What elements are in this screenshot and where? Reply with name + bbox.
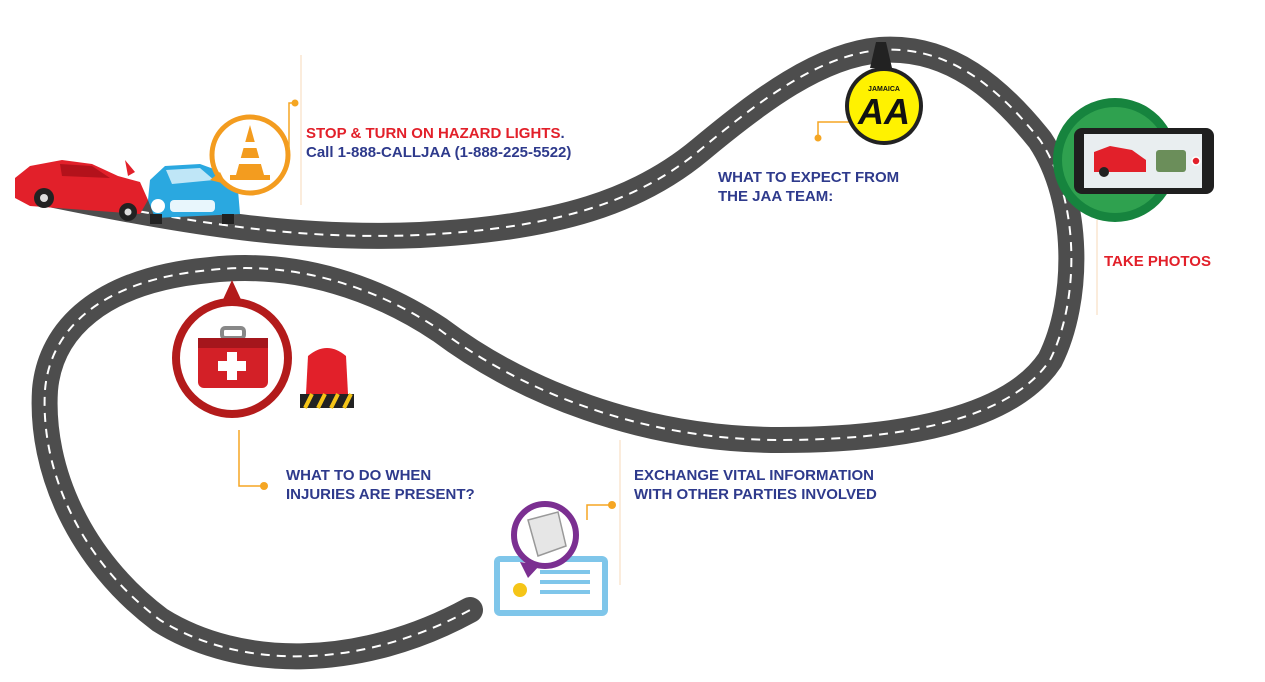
hazard-title-period: .: [560, 125, 565, 142]
jaa-step-line-2: THE JAA TEAM:: [718, 188, 834, 205]
siren-light-icon: [300, 348, 354, 409]
first-aid-kit-icon: [172, 280, 292, 418]
traffic-cone-icon: [209, 114, 291, 196]
injuries-step-line-1: WHAT TO DO WHEN: [286, 467, 432, 484]
smartphone-camera-icon: [1053, 98, 1214, 222]
document-license-icon: [494, 501, 608, 616]
connector-dots: [260, 99, 822, 509]
injuries-step-line-2: INJURIES ARE PRESENT?: [286, 486, 475, 503]
hazard-call-number[interactable]: Call 1-888-CALLJAA (1-888-225-5522): [306, 144, 572, 161]
exchange-step-line-1: EXCHANGE VITAL INFORMATION: [634, 467, 874, 484]
jaa-step-line-1: WHAT TO EXPECT FROM: [718, 169, 900, 186]
exchange-step-line-2: WITH OTHER PARTIES INVOLVED: [634, 486, 877, 503]
exchange-step-label: EXCHANGE VITAL INFORMATION WITH OTHER PA…: [634, 466, 877, 504]
take-photos-label: TAKE PHOTOS: [1104, 253, 1211, 270]
road-center-dashes: [29, 48, 1073, 658]
hazard-step-title: STOP & TURN ON HAZARD LIGHTS: [306, 125, 561, 142]
injuries-step-label: WHAT TO DO WHEN INJURIES ARE PRESENT?: [286, 466, 475, 504]
logo-big-text: AA: [857, 91, 910, 132]
winding-road: [17, 36, 1085, 670]
crashed-cars-icon: [15, 160, 240, 224]
logo-small-text: JAMAICA: [868, 86, 900, 93]
jaa-step-label: WHAT TO EXPECT FROM THE JAA TEAM:: [718, 168, 899, 206]
guide-lines: [300, 55, 1098, 585]
connector-lines: [238, 102, 850, 520]
hazard-step-label: STOP & TURN ON HAZARD LIGHTS. Call 1-888…: [306, 124, 571, 162]
jamaica-aa-logo: JAMAICA AA: [845, 42, 923, 145]
